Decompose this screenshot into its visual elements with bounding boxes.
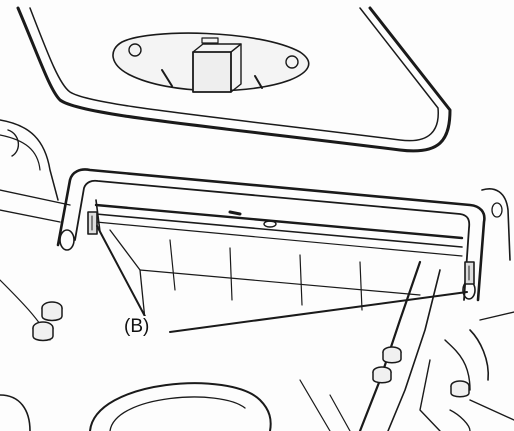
right-assembly [419,188,514,431]
inner-housing [109,229,441,431]
connector-flange [112,32,310,93]
clip-left [87,211,98,235]
rail-bar [94,199,464,257]
access-panel-outline [16,6,452,153]
base-ring [0,379,351,431]
callout-leader-lines [96,225,468,333]
clip-right [464,261,475,285]
bolts [32,301,470,398]
callout-label-b: (B) [122,316,152,338]
